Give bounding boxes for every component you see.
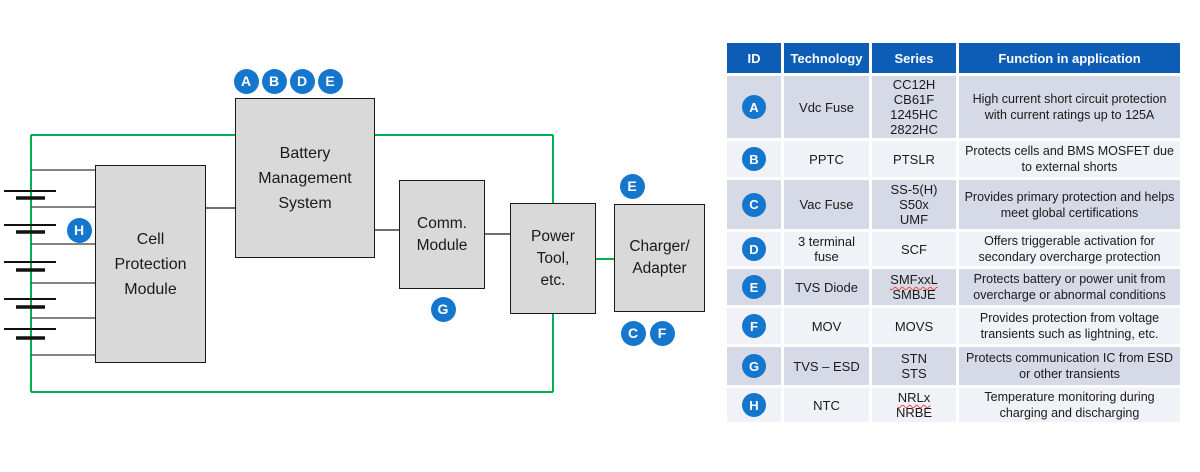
series-part-number: CB61F: [893, 92, 935, 107]
technology-cell: Vac Fuse: [784, 180, 869, 229]
series-part-number: NRLx: [897, 390, 931, 405]
header-technology: Technology: [784, 43, 869, 73]
series-part-number: SCF: [901, 241, 927, 257]
technology-cell: TVS Diode: [784, 269, 869, 305]
header-series: Series: [872, 43, 956, 73]
box-charger-adapter: Charger/ Adapter: [614, 204, 705, 312]
interblock-wires: [206, 207, 510, 235]
id-badge: C: [742, 192, 766, 217]
series-part-number: 2822HC: [890, 122, 938, 137]
series-part-number: CC12H: [892, 77, 936, 92]
function-cell: Protects battery or power unit from over…: [959, 269, 1180, 305]
technology-cell: 3 terminal fuse: [784, 232, 869, 266]
table-row: D 3 terminal fuse SCF Offers triggerable…: [727, 232, 1180, 266]
technology-cell: PPTC: [784, 141, 869, 177]
series-part-number: PTSLR: [893, 151, 935, 167]
badge-e: E: [317, 68, 343, 94]
table-row: F MOV MOVS Provides protection from volt…: [727, 308, 1180, 344]
badge-d: D: [289, 68, 315, 94]
badge-a: A: [233, 68, 259, 94]
series-part-number: UMF: [899, 212, 929, 227]
schematic-wires: [4, 134, 614, 393]
function-cell: Offers triggerable activation for second…: [959, 232, 1180, 266]
id-badge: H: [742, 393, 766, 417]
series-cell: SCF: [872, 232, 956, 266]
component-spec-table: ID Technology Series Function in applica…: [724, 40, 1183, 425]
cell-tap-wires: [31, 169, 95, 356]
badge-h: H: [66, 217, 92, 243]
technology-cell: NTC: [784, 388, 869, 422]
series-part-number: MOVS: [894, 318, 934, 334]
function-cell: Protects cells and BMS MOSFET due to ext…: [959, 141, 1180, 177]
table-header-row: ID Technology Series Function in applica…: [727, 43, 1180, 73]
id-badge: F: [742, 314, 766, 338]
box-battery-management-system: Battery Management System: [235, 98, 375, 258]
series-part-number: 1245HC: [890, 107, 938, 122]
id-badge: D: [742, 237, 766, 261]
header-id: ID: [727, 43, 781, 73]
series-part-number: STN: [901, 351, 927, 366]
box-power-tool: Power Tool, etc.: [510, 203, 596, 314]
function-cell: Temperature monitoring during charging a…: [959, 388, 1180, 422]
series-part-number: SMFxxL: [890, 272, 938, 287]
table-row: B PPTC PTSLR Protects cells and BMS MOSF…: [727, 141, 1180, 177]
series-part-number: SMBJE: [892, 287, 936, 302]
function-cell: Provides primary protection and helps me…: [959, 180, 1180, 229]
series-part-number: STS: [901, 366, 927, 381]
function-cell: High current short circuit protection wi…: [959, 76, 1180, 138]
series-cell: PTSLR: [872, 141, 956, 177]
badge-f-charger: F: [649, 320, 675, 346]
function-cell: Protects communication IC from ESD or ot…: [959, 347, 1180, 385]
function-cell: Provides protection from voltage transie…: [959, 308, 1180, 344]
technology-cell: Vdc Fuse: [784, 76, 869, 138]
id-badge: B: [742, 147, 766, 171]
series-part-number: S50x: [899, 197, 929, 212]
series-part-number: NRBE: [895, 405, 933, 420]
series-part-number: SS-5(H): [890, 182, 938, 197]
box-cell-protection-module: Cell Protection Module: [95, 165, 206, 363]
technology-cell: MOV: [784, 308, 869, 344]
box-comm-module: Comm. Module: [399, 180, 485, 289]
series-cell: MOVS: [872, 308, 956, 344]
id-badge: E: [742, 275, 766, 299]
id-badge: A: [742, 95, 766, 119]
id-badge: G: [742, 354, 766, 378]
header-function: Function in application: [959, 43, 1180, 73]
battery-cells-symbol: [4, 190, 56, 340]
badge-c-charger: C: [620, 320, 646, 346]
badge-e-charger: E: [619, 173, 645, 199]
badge-b: B: [261, 68, 287, 94]
badge-g: G: [430, 296, 456, 322]
technology-cell: TVS – ESD: [784, 347, 869, 385]
